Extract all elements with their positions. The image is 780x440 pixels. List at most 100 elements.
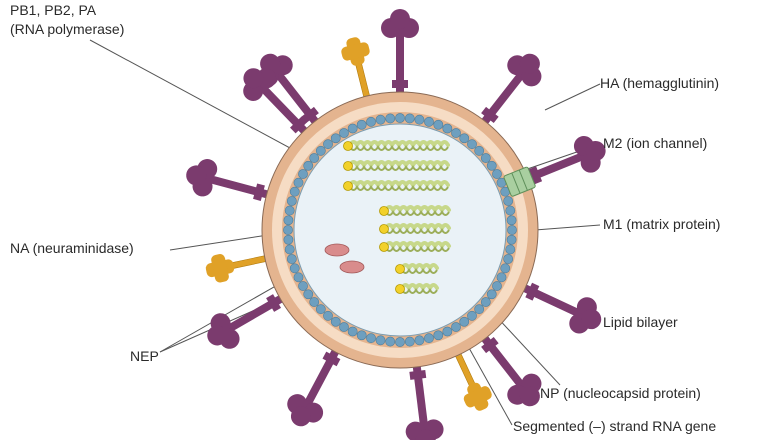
ha-stalk xyxy=(396,30,404,112)
rna-coil xyxy=(349,145,449,151)
rna-segment xyxy=(395,283,439,294)
m2-channel xyxy=(503,166,536,197)
m1-bead xyxy=(442,326,453,337)
rna-coil xyxy=(385,228,450,234)
ha-head xyxy=(243,68,277,101)
ha-collar xyxy=(301,106,319,124)
label-polymerase-sub: (RNA polymerase) xyxy=(10,21,125,37)
m1-bead xyxy=(505,244,516,255)
m1-bead xyxy=(309,153,320,163)
label-lipid: Lipid bilayer xyxy=(603,314,678,330)
rna-segment xyxy=(379,205,451,216)
rna-segments xyxy=(343,140,451,294)
ha-collar xyxy=(409,369,427,380)
m1-bead xyxy=(283,225,293,235)
ha-head xyxy=(569,297,602,334)
polymerase-complex xyxy=(343,161,353,171)
m1-bead xyxy=(492,169,502,179)
polymerase-complex xyxy=(395,284,405,294)
m1-bead xyxy=(286,254,297,264)
m1-bead xyxy=(496,272,507,283)
m1-bead xyxy=(356,330,367,341)
rna-coil xyxy=(349,165,449,171)
rna-coil xyxy=(385,246,450,252)
rna-coil xyxy=(348,180,450,189)
na-spike xyxy=(205,251,286,283)
label-m2: M2 (ion channel) xyxy=(603,135,708,151)
m1-bead xyxy=(323,139,333,150)
polymerase-complex xyxy=(343,181,353,191)
rna-coil xyxy=(348,160,450,169)
m1-bead xyxy=(315,145,326,156)
m1-bead xyxy=(424,333,434,344)
ha-lobe xyxy=(290,406,311,427)
ha-head xyxy=(287,394,324,427)
label-np: NP (nucleocapsid protein) xyxy=(540,385,701,401)
m1-bead xyxy=(286,196,297,206)
rna-segment xyxy=(379,223,451,234)
m1-bead xyxy=(404,336,415,347)
ha-lobe xyxy=(415,429,436,440)
na-head xyxy=(463,382,492,411)
m1-bead xyxy=(414,114,425,125)
leader-line xyxy=(544,83,601,111)
m1-bead xyxy=(480,153,491,163)
m1-bead xyxy=(347,326,358,337)
m1-bead xyxy=(375,114,386,125)
rna-coil xyxy=(384,241,451,250)
m2-band xyxy=(511,172,521,194)
m1-matrix-layer xyxy=(283,113,517,347)
ha-collar xyxy=(392,80,408,88)
na-lobe xyxy=(341,42,370,61)
ha-head xyxy=(186,159,218,197)
nep-protein xyxy=(324,243,350,257)
m1-bead xyxy=(323,310,333,321)
m1-bead xyxy=(283,215,294,226)
m1-bead xyxy=(303,289,314,300)
m1-bead xyxy=(486,160,497,171)
ha-collar xyxy=(481,336,499,354)
rna-coil xyxy=(400,283,439,292)
m1-bead xyxy=(284,205,295,216)
ha-collar xyxy=(481,106,499,124)
m1-bead xyxy=(303,160,314,171)
na-head xyxy=(341,37,370,66)
nep-proteins xyxy=(324,243,365,274)
polymerase-complex xyxy=(379,242,389,252)
label-polymerase: PB1, PB2, PA xyxy=(10,2,97,18)
m1-bead xyxy=(298,169,308,179)
ha-head xyxy=(507,373,542,407)
m1-bead xyxy=(298,281,308,291)
m1-bead xyxy=(459,316,470,327)
rna-segment xyxy=(343,140,450,151)
m1-bead xyxy=(330,133,341,144)
na-head xyxy=(205,254,235,283)
ha-spike xyxy=(381,9,419,112)
m1-bead xyxy=(451,128,461,138)
m1-bead xyxy=(467,310,477,321)
m1-bead xyxy=(284,244,295,255)
rna-segment xyxy=(395,263,439,274)
m1-bead xyxy=(506,234,517,245)
m1-bead xyxy=(433,119,444,130)
m1-bead xyxy=(339,322,349,332)
rna-coil xyxy=(385,210,450,216)
m1-bead xyxy=(503,196,514,206)
ha-lobe xyxy=(243,68,264,89)
m1-bead xyxy=(356,119,367,130)
rna-segment xyxy=(343,160,450,171)
m1-bead xyxy=(385,113,396,124)
m1-bead xyxy=(506,215,517,226)
m1-bead xyxy=(289,186,300,197)
m1-bead xyxy=(414,335,425,346)
ha-lobe xyxy=(519,386,540,407)
rna-coil xyxy=(348,140,450,149)
m1-bead xyxy=(366,333,376,344)
m1-bead xyxy=(404,113,415,124)
ha-head xyxy=(207,313,240,349)
rna-coil xyxy=(384,223,451,232)
m1-bead xyxy=(385,336,396,347)
ha-collar xyxy=(266,294,282,312)
m1-bead xyxy=(375,335,386,346)
